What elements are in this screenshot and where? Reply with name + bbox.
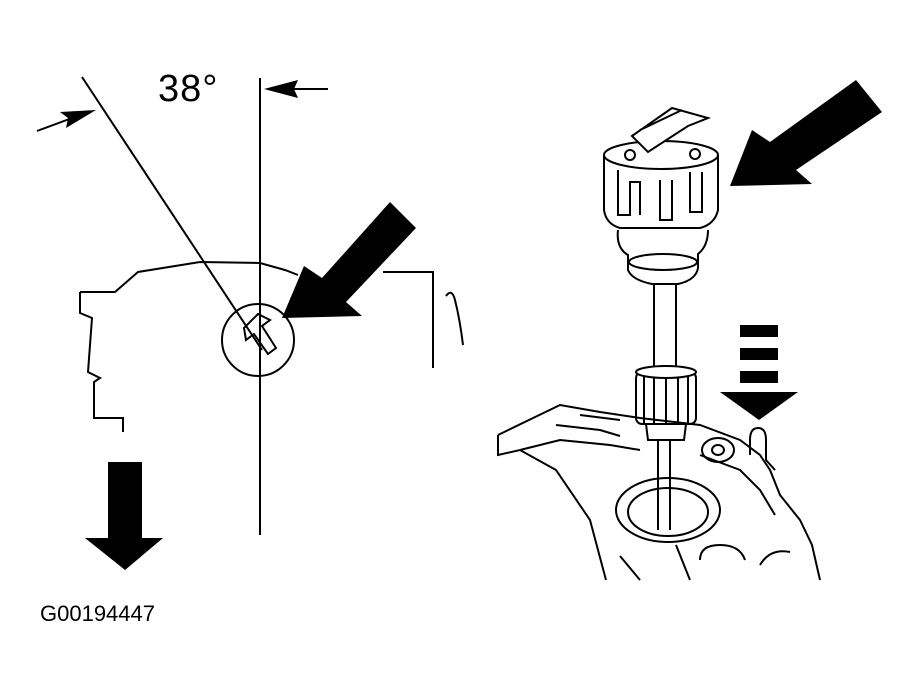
rotor-circle bbox=[221, 303, 295, 377]
distributor-shaft bbox=[653, 284, 677, 372]
rotor-pointer bbox=[242, 312, 278, 356]
bore-ring-inner bbox=[627, 487, 709, 537]
pointing-arrow-left-panel bbox=[282, 202, 416, 318]
left-panel bbox=[36, 76, 464, 570]
angle-arrow-right bbox=[264, 80, 328, 98]
rotor-alignment-line bbox=[81, 76, 263, 351]
pointing-arrow-right-panel bbox=[730, 80, 882, 186]
rotor-cap bbox=[603, 140, 719, 229]
pin-post bbox=[749, 426, 776, 471]
rotor-blade bbox=[630, 106, 712, 154]
housing-lip bbox=[445, 291, 464, 346]
distributor-housing-outline bbox=[79, 260, 299, 432]
dashed-down-arrow bbox=[720, 325, 798, 420]
housing-right-edge bbox=[383, 271, 434, 368]
down-arrow bbox=[85, 462, 163, 570]
figure-id: G00194447 bbox=[40, 601, 155, 626]
shaft-collar bbox=[616, 229, 709, 285]
angle-label: 38° bbox=[158, 68, 219, 110]
right-panel bbox=[497, 80, 882, 581]
drive-gear bbox=[635, 365, 697, 441]
angle-arrow-left bbox=[36, 110, 96, 132]
mounting-boss bbox=[701, 437, 735, 463]
bore-ring-outer bbox=[615, 477, 721, 543]
